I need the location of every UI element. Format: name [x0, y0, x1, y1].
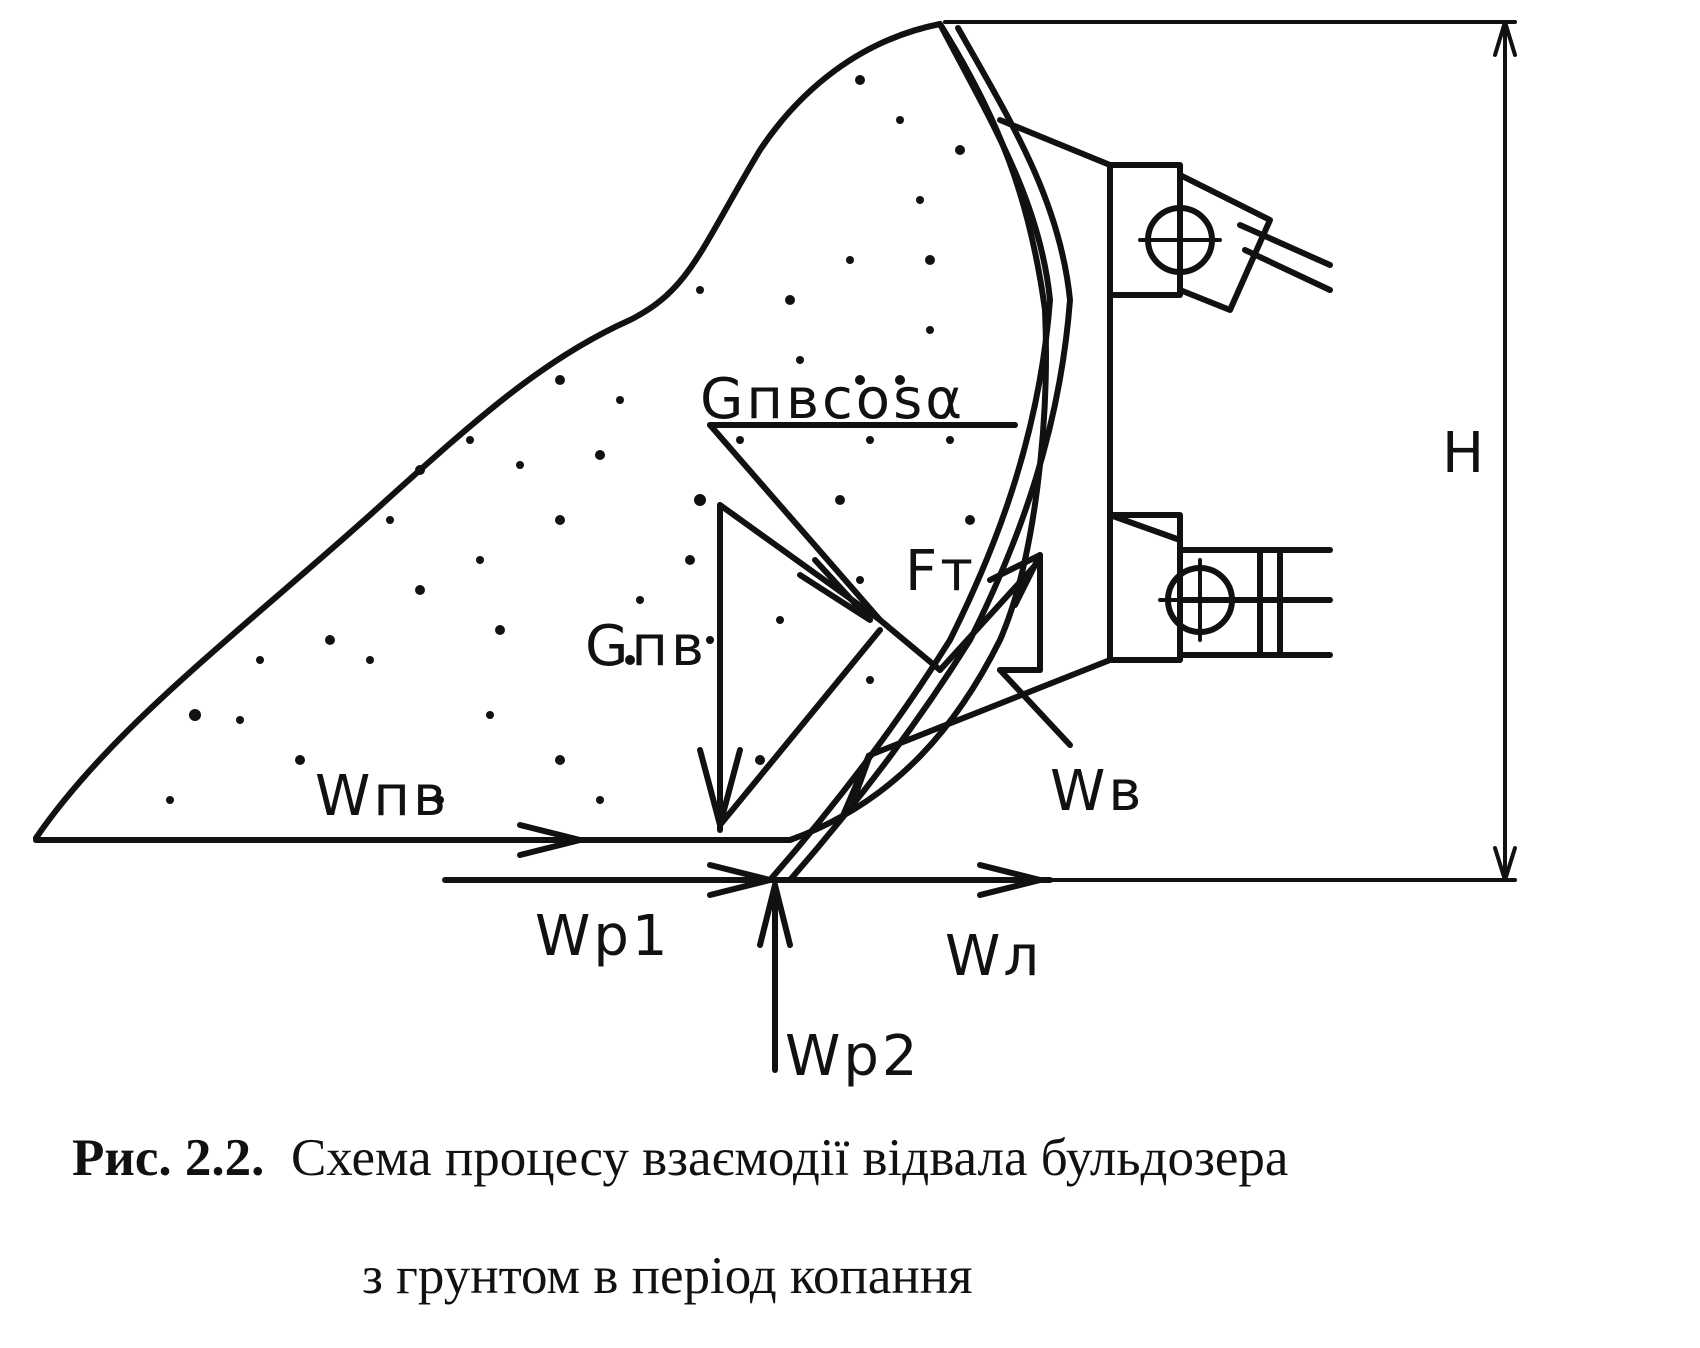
label-w-p2: Wр2: [785, 1024, 921, 1089]
force-vectors: [477, 422, 1073, 1073]
figure-caption-text1: Схема процесу взаємодії відвала бульдозе…: [290, 1129, 1289, 1187]
label-w-v: Wв: [1050, 759, 1144, 824]
lower-hinge: [1107, 512, 1333, 663]
bulldozer-blade: [767, 21, 1073, 883]
label-w-p1: Wр1: [535, 904, 671, 969]
figure-caption-line2: з грунтом в період копання: [362, 1247, 973, 1305]
ground-lines: [33, 837, 1053, 883]
height-dimension: [943, 20, 1517, 882]
soil-particles: [166, 75, 975, 804]
figure-caption-line1: Рис. 2.2. Схема процесу взаємодії відвал…: [72, 1128, 1288, 1188]
label-w-pv: Wпв: [315, 764, 449, 829]
push-frame: [838, 117, 1113, 822]
label-w-l: Wл: [945, 924, 1042, 989]
upper-hinge: [1107, 162, 1333, 313]
label-g-pv: Gпв: [585, 614, 707, 679]
label-g-pv-cos: Gпвcosα: [700, 367, 965, 432]
label-f-t: Fт: [905, 539, 976, 604]
soil-prism: [33, 21, 1049, 843]
figure-number: Рис. 2.2.: [72, 1129, 265, 1187]
label-height: Н: [1442, 421, 1487, 486]
